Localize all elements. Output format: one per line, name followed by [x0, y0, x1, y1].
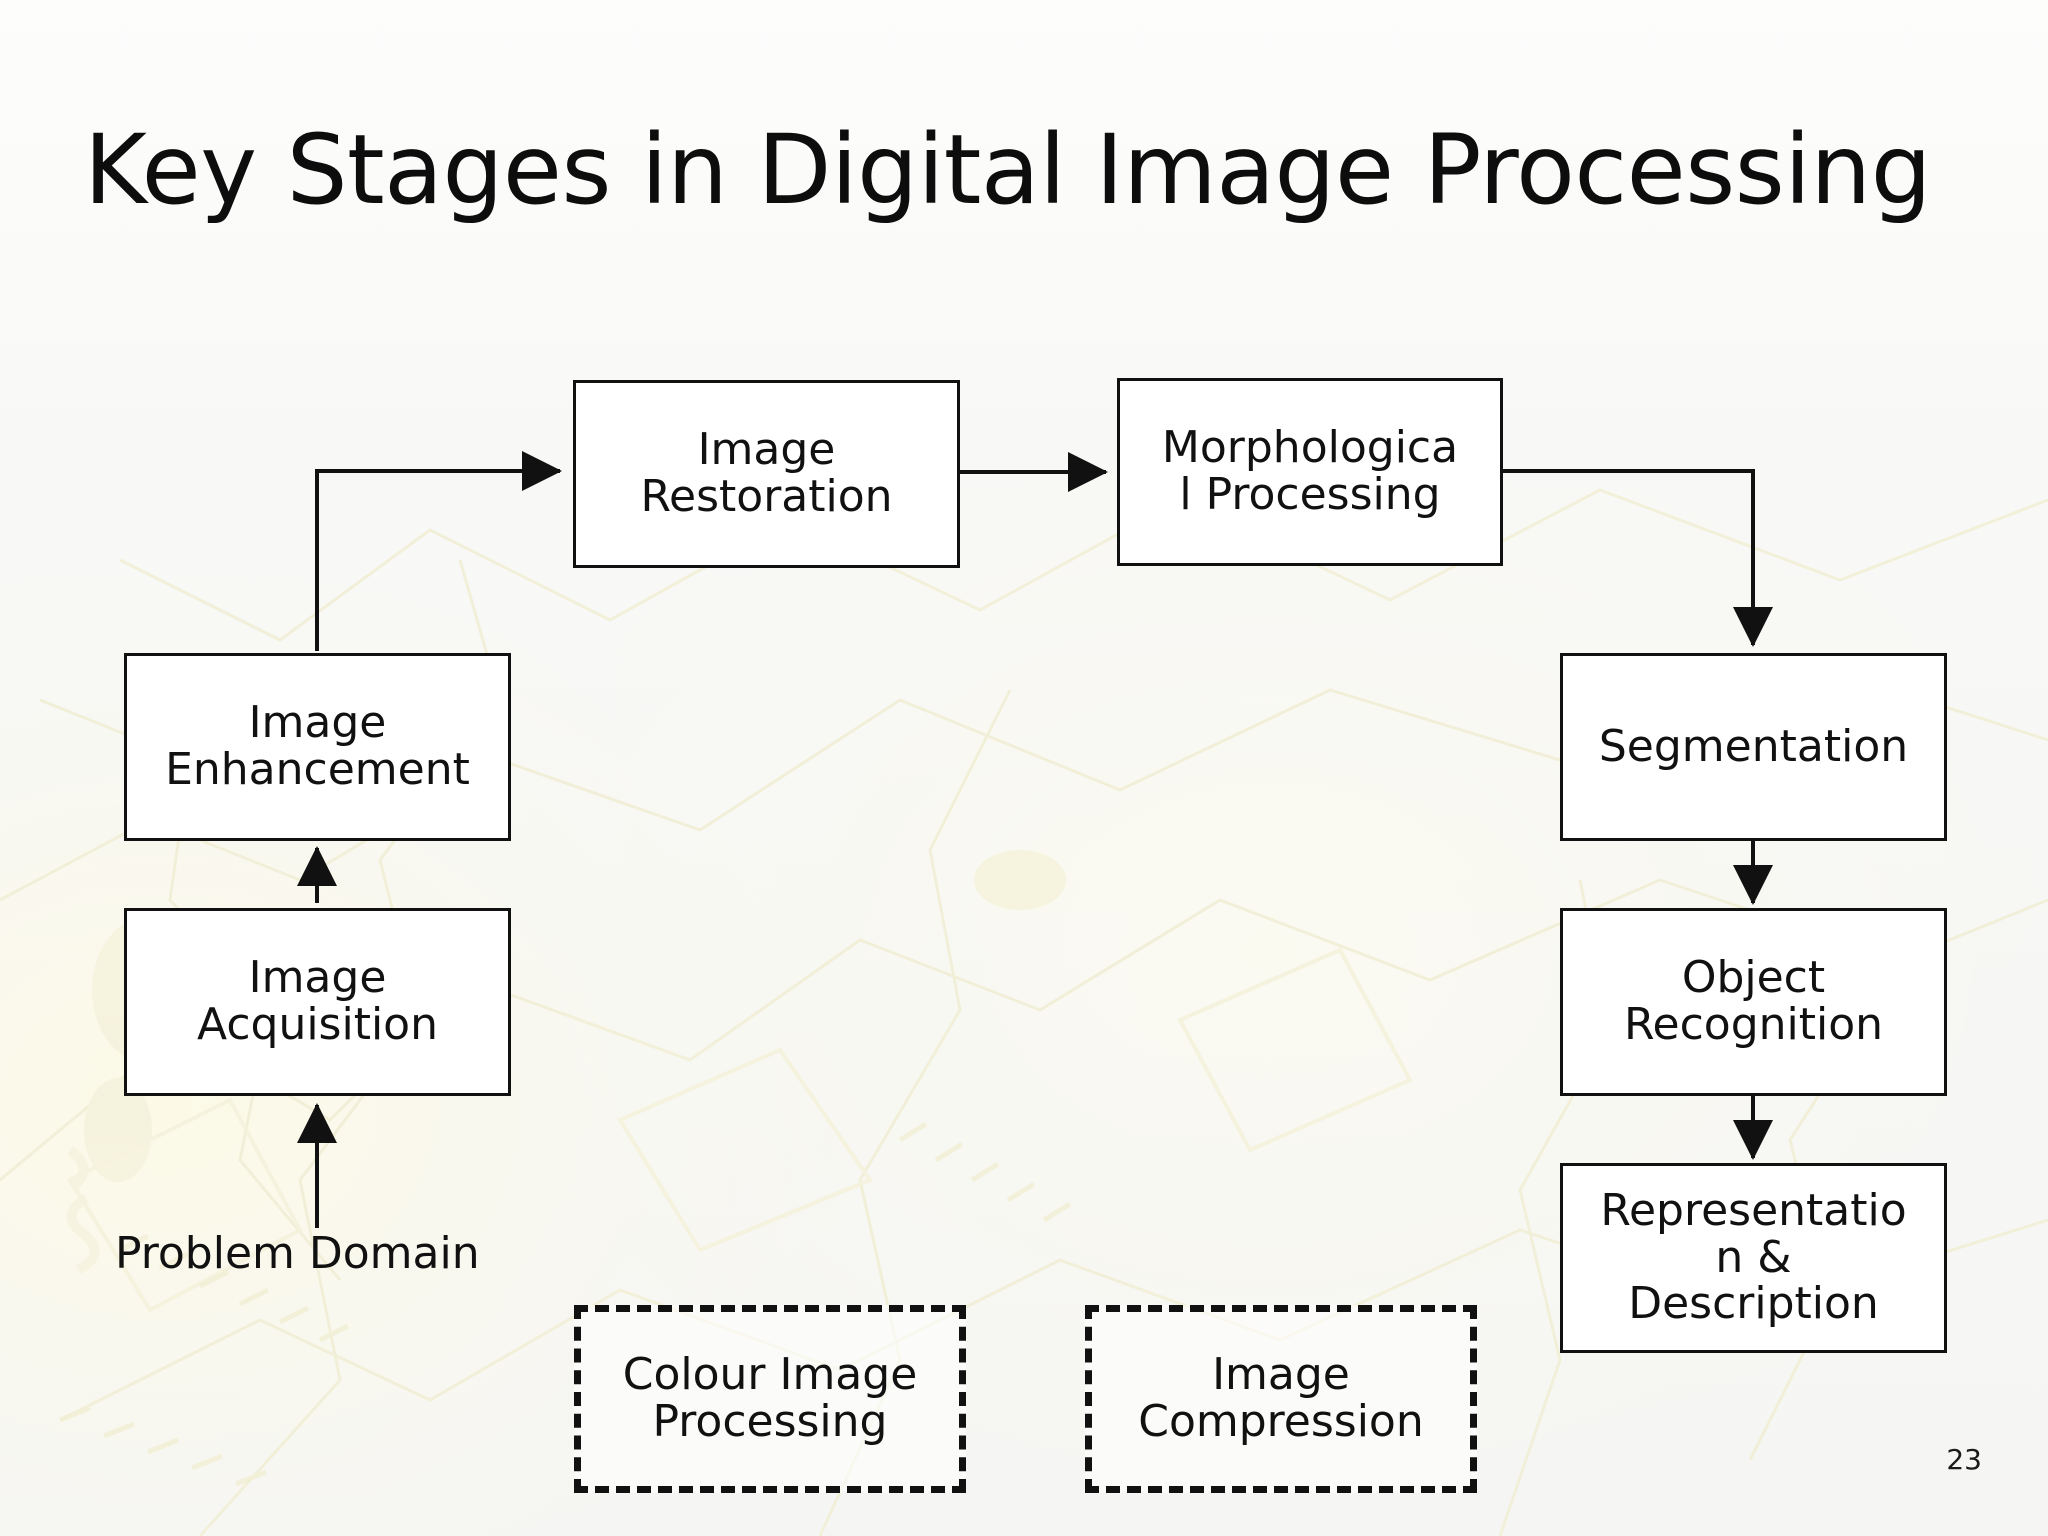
edge-enhancement-to-restoration — [315, 451, 562, 651]
page-number: 23 — [1946, 1443, 1982, 1476]
page-title: Key Stages in Digital Image Processing — [84, 114, 1932, 226]
node-representation-description-line1: Representatio — [1600, 1185, 1907, 1237]
node-representation-description-line2: n & — [1715, 1231, 1792, 1283]
node-morphological-processing-line2: l Processing — [1179, 469, 1441, 520]
node-image-acquisition-line1: Image — [248, 952, 387, 1004]
node-object-recognition[interactable]: Object Recognition — [1560, 908, 1947, 1096]
node-representation-description[interactable]: Representatio n & Description — [1560, 1163, 1947, 1353]
node-image-restoration[interactable]: Image Restoration — [573, 380, 960, 568]
node-image-restoration-line2: Restoration — [640, 471, 893, 522]
node-image-acquisition-line2: Acquisition — [197, 999, 438, 1050]
node-colour-image-processing-line2: Processing — [652, 1396, 888, 1447]
node-image-acquisition[interactable]: Image Acquisition — [124, 908, 511, 1096]
node-problem-domain: Problem Domain — [115, 1228, 480, 1279]
node-morphological-processing-line1: Morphologica — [1161, 422, 1459, 474]
node-image-enhancement-line2: Enhancement — [165, 744, 470, 795]
node-image-compression-line2: Compression — [1138, 1396, 1424, 1447]
node-image-compression-line1: Image — [1212, 1349, 1350, 1401]
edge-morphological-to-segmentation — [1503, 469, 1773, 647]
node-problem-domain-label: Problem Domain — [115, 1228, 480, 1279]
node-image-restoration-line1: Image — [697, 424, 836, 476]
node-image-enhancement-line1: Image — [248, 697, 387, 749]
node-segmentation[interactable]: Segmentation — [1560, 653, 1947, 841]
node-representation-description-line3: Description — [1628, 1278, 1879, 1330]
node-image-enhancement[interactable]: Image Enhancement — [124, 653, 511, 841]
node-object-recognition-line2: Recognition — [1623, 999, 1884, 1050]
node-morphological-processing[interactable]: Morphologica l Processing — [1117, 378, 1503, 566]
node-image-compression[interactable]: Image Compression — [1085, 1305, 1477, 1493]
node-colour-image-processing-line1: Colour Image — [622, 1349, 918, 1401]
node-object-recognition-line1: Object — [1681, 952, 1826, 1004]
node-segmentation-line1: Segmentation — [1598, 720, 1909, 772]
node-colour-image-processing[interactable]: Colour Image Processing — [574, 1305, 966, 1493]
